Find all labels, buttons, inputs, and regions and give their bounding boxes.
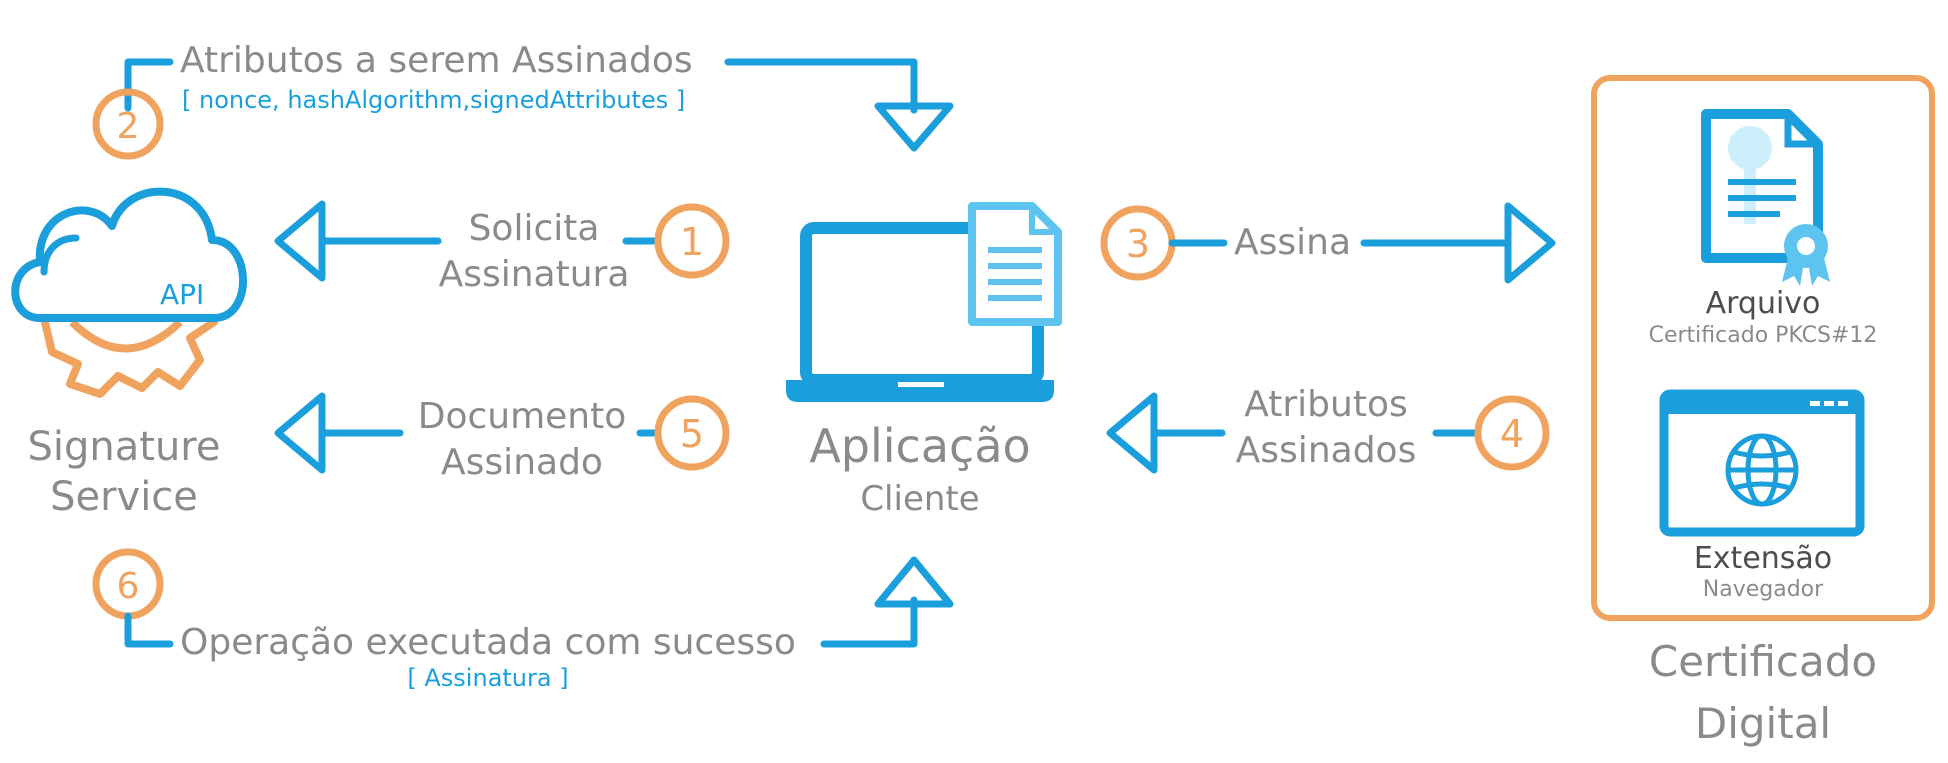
browser-window-icon: [1659, 389, 1865, 537]
step-6-number: 6: [117, 566, 140, 607]
arrow-right-head: [1504, 202, 1556, 284]
step-5-number: 5: [680, 412, 704, 456]
step-6: 6 Operação executada com sucesso [ Assin…: [92, 548, 954, 692]
step-4: 4 Atributos Assinados: [1106, 384, 1550, 474]
step-2-detail: [ nonce, hashAlgorithm,signedAttributes …: [182, 86, 685, 114]
step-3: 3 Assina: [1100, 202, 1556, 284]
seal-icon: [1782, 224, 1830, 286]
certificate-group-box: [1591, 75, 1935, 621]
step-2: 2 Atributos a serem Assinados [ nonce, h…: [92, 40, 954, 160]
certificate-group-line2: Digital: [1695, 699, 1831, 748]
step-4-line1: Atributos: [1244, 384, 1407, 425]
certificate-group-line1: Certificado: [1649, 637, 1877, 686]
step-2-label: Atributos a serem Assinados: [180, 40, 693, 81]
arrow-left-head: [274, 200, 326, 282]
arrow-down-head: [874, 102, 954, 152]
file-title: Arquivo: [1706, 286, 1821, 321]
step-1-line1: Solicita: [469, 208, 600, 249]
step-4-number: 4: [1500, 412, 1524, 456]
document-icon: [968, 202, 1062, 326]
step-6-detail: [ Assinatura ]: [407, 664, 568, 692]
step-5: 5 Documento Assinado: [274, 392, 730, 483]
api-label: API: [160, 278, 204, 311]
step-3-number: 3: [1126, 222, 1150, 266]
step-1: 1 Solicita Assinatura: [274, 200, 730, 295]
cloud-icon: [11, 187, 247, 322]
step-1-number: 1: [680, 220, 704, 264]
extension-title: Extensão: [1694, 541, 1832, 576]
step-4-line2: Assinados: [1236, 430, 1417, 471]
step-1-line2: Assinatura: [439, 254, 630, 295]
step-5-line1: Documento: [418, 396, 627, 437]
app-title: Aplicação: [809, 419, 1030, 473]
signature-service-icon: API: [11, 187, 247, 398]
globe-icon: [1725, 433, 1799, 507]
arrow-left-head: [1106, 392, 1158, 474]
file-subtitle: Certificado PKCS#12: [1649, 323, 1878, 348]
certificate-file-icon: [1701, 109, 1830, 286]
step-2-number: 2: [117, 106, 140, 147]
arrow-left-head: [274, 392, 326, 474]
step-5-line2: Assinado: [441, 442, 603, 483]
extension-subtitle: Navegador: [1703, 577, 1824, 602]
step-6-label: Operação executada com sucesso: [180, 622, 796, 663]
key-icon: [1728, 126, 1772, 170]
step-3-label: Assina: [1234, 222, 1351, 263]
arrow-up-head: [874, 556, 954, 608]
gear-icon: [40, 314, 218, 398]
app-subtitle: Cliente: [860, 479, 979, 519]
service-title-line2: Service: [50, 474, 198, 520]
service-title-line1: Signature: [28, 424, 221, 470]
